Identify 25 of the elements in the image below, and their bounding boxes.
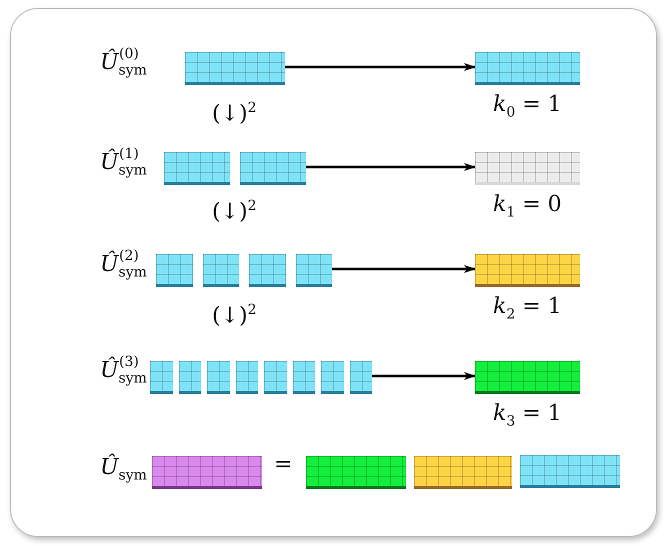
operator-symbol: Û$_{sym}$ bbox=[100, 455, 147, 484]
value-label: k$_{2}$ = 1 bbox=[493, 294, 562, 322]
value-label: k$_{3}$ = 1 bbox=[493, 401, 562, 430]
downsample-operator: (↓)$^{2}$ bbox=[212, 302, 257, 328]
block-bar bbox=[520, 455, 620, 485]
arrow bbox=[332, 265, 476, 273]
block-bar bbox=[475, 254, 580, 284]
arrow bbox=[306, 163, 476, 171]
block-bar bbox=[414, 456, 512, 486]
block-row bbox=[150, 361, 372, 391]
block-bar bbox=[475, 361, 580, 391]
block-row bbox=[156, 254, 332, 284]
block-bar bbox=[152, 456, 262, 486]
block-bar bbox=[185, 52, 285, 82]
arrow bbox=[372, 372, 476, 380]
value-label: k$_{1}$ = 0 bbox=[493, 192, 562, 220]
block-bar bbox=[306, 456, 406, 486]
value-label: k$_{0}$ = 1 bbox=[493, 92, 562, 120]
arrow bbox=[285, 63, 476, 71]
block-bar bbox=[475, 52, 580, 82]
block-bar bbox=[475, 152, 580, 182]
block-row bbox=[164, 152, 306, 182]
downsample-operator: (↓)$^{2}$ bbox=[212, 100, 257, 126]
downsample-operator: (↓)$^{2}$ bbox=[212, 198, 257, 224]
equals-sign: = bbox=[274, 452, 292, 477]
